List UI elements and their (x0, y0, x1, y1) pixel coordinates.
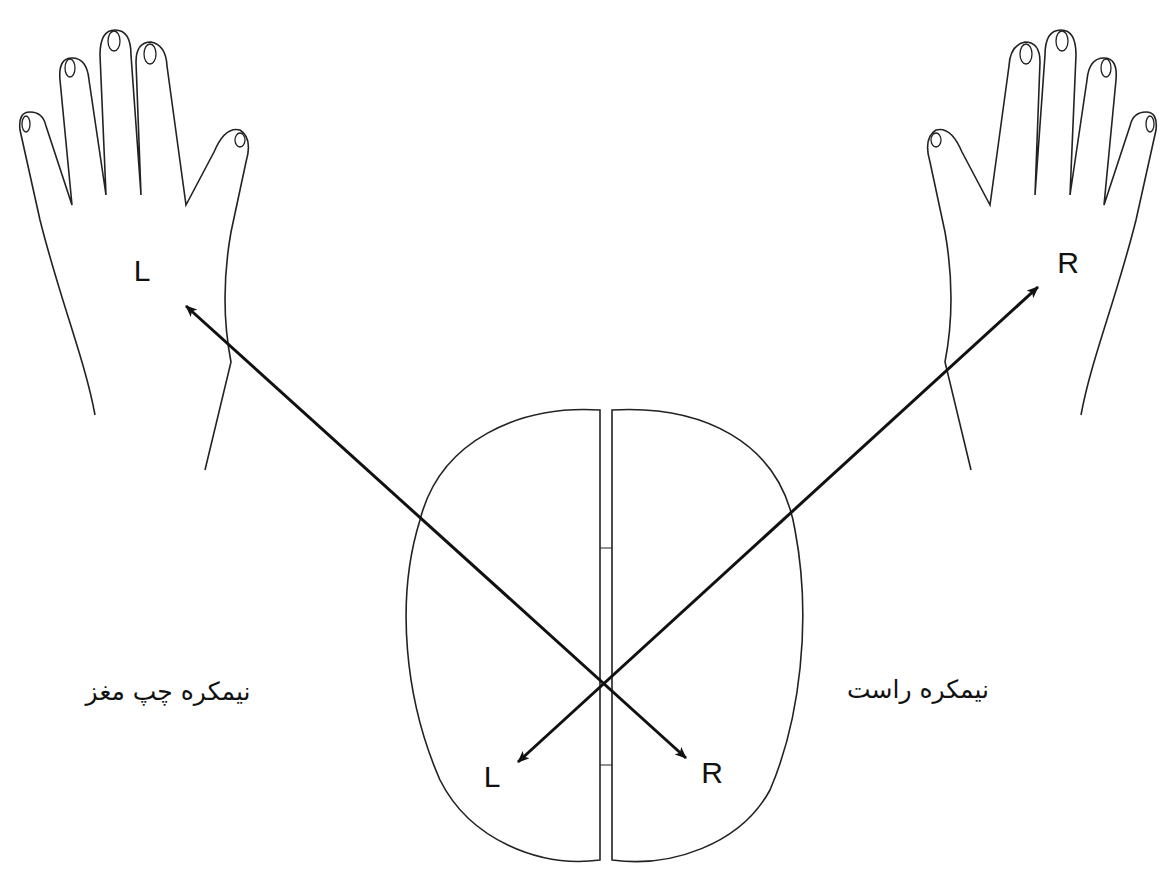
crossing-arrows (186, 287, 1038, 762)
hemisphere-label: نیمکره راست (847, 676, 989, 704)
left-hand (20, 30, 249, 470)
hand-letter: L (134, 254, 151, 287)
hand-letter: R (1057, 246, 1079, 279)
right-hand (928, 30, 1157, 470)
hemisphere-letter: R (701, 756, 723, 789)
brain-outline (406, 410, 803, 862)
hemisphere-label: نیمکره چپ مغز (86, 678, 251, 706)
hemisphere-letter: L (484, 760, 501, 793)
